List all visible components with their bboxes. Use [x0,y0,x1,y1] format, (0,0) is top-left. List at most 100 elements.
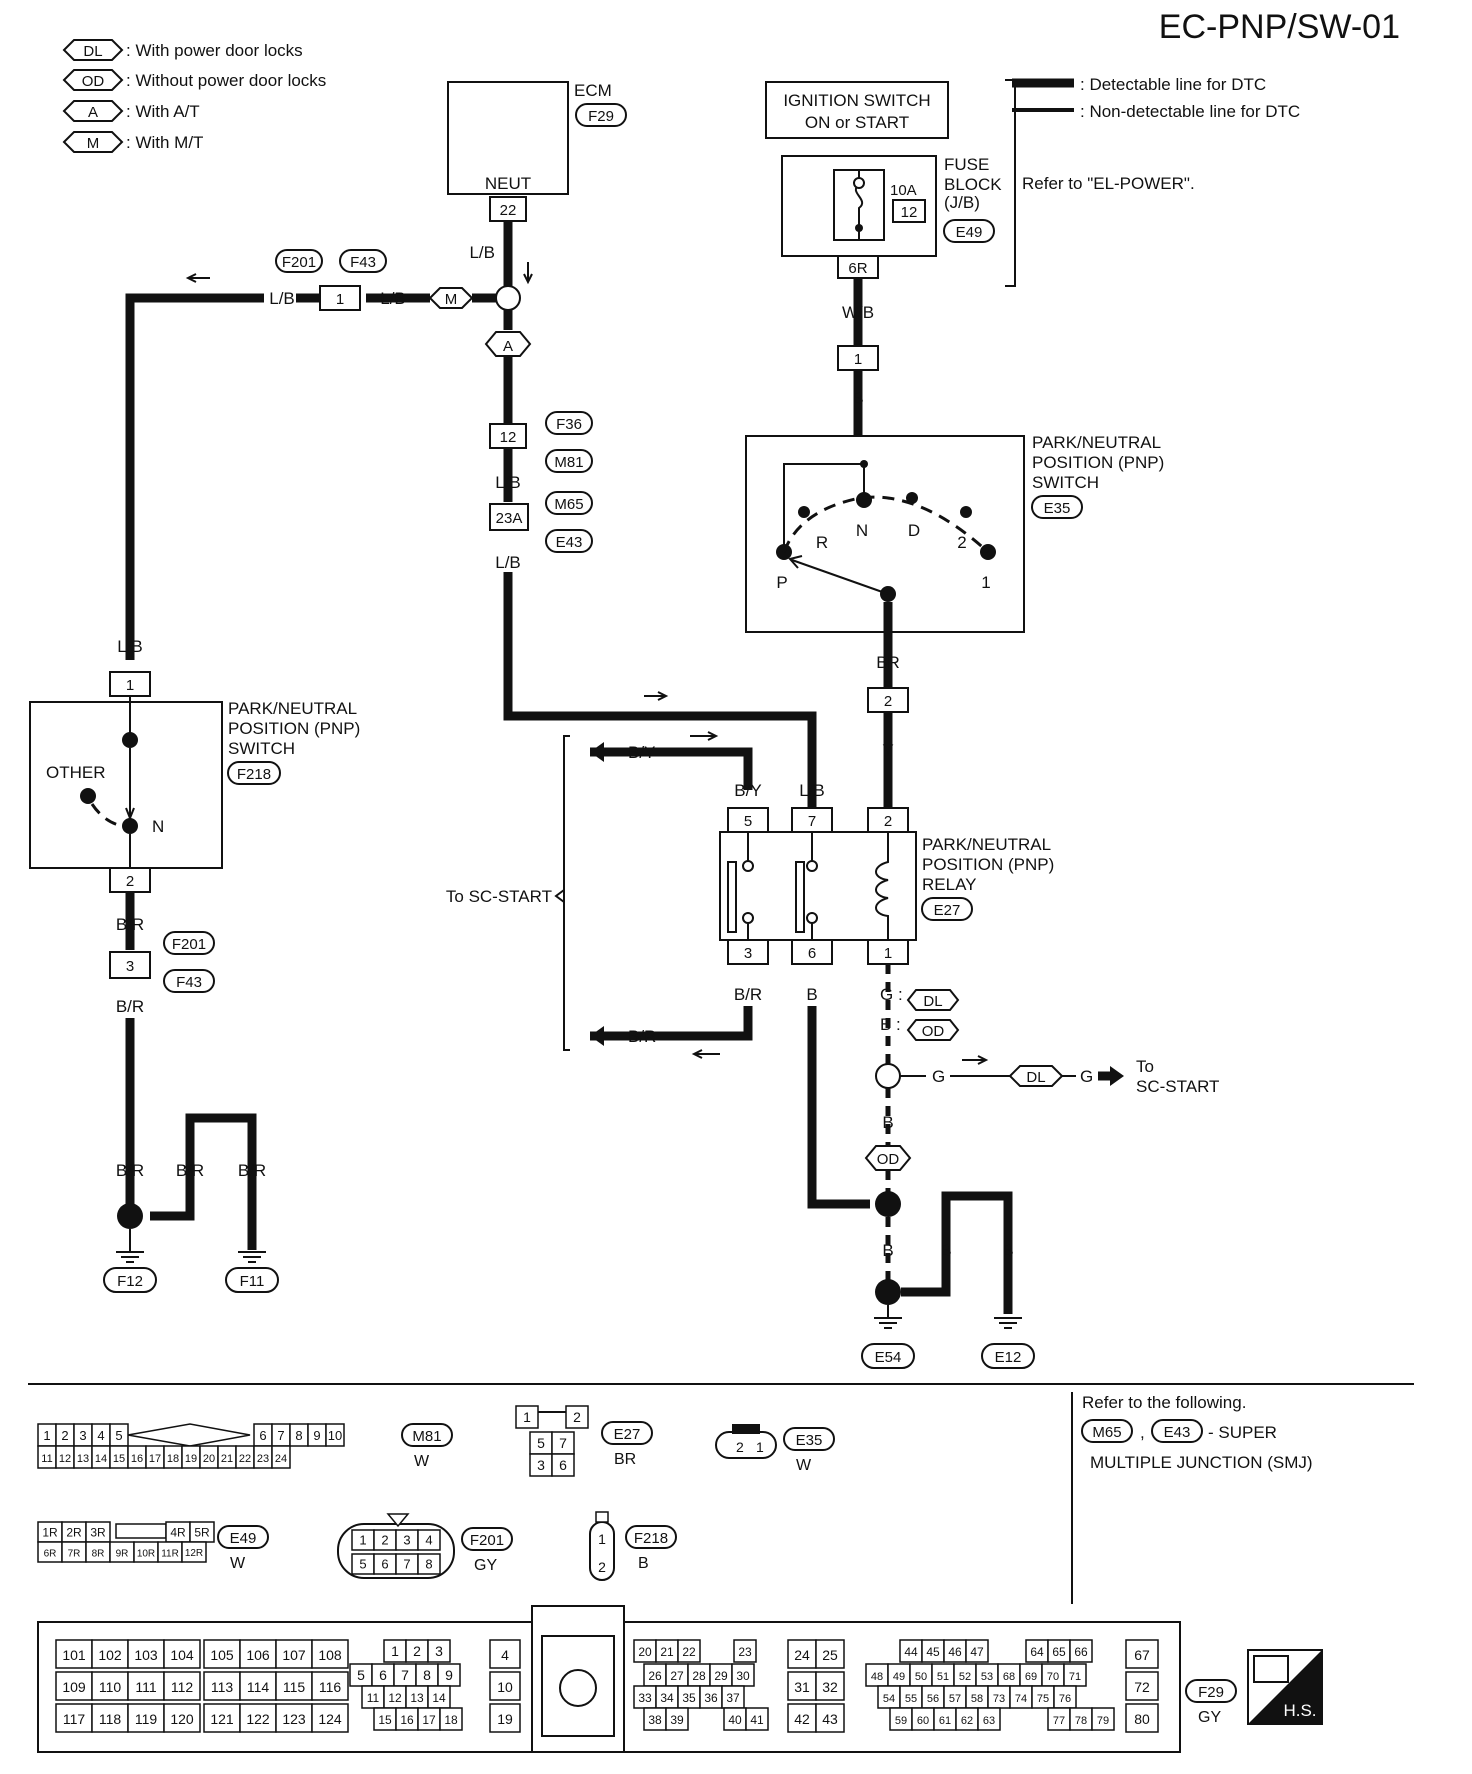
svg-text:22: 22 [500,202,517,219]
pin-number: 103 [134,1647,158,1663]
pin-cell [489,1639,521,1669]
svg-text:F12: F12 [117,1273,143,1290]
pin-number: 5R [194,1525,210,1539]
connector-color: B [638,1555,649,1572]
svg-text:: With A/T: : With A/T [126,102,200,121]
pin-number: 11R [161,1548,179,1559]
pin-number: 3 [403,1532,410,1547]
legend-a: A : With A/T [62,100,200,122]
connector-color: W [414,1453,430,1470]
connector-color: W [230,1555,246,1572]
svg-text:B: B [852,389,863,408]
svg-text:BLOCK: BLOCK [944,175,1002,194]
pin-number: 16 [400,1713,414,1727]
pin-number: 108 [318,1647,342,1663]
svg-text:PARK/NEUTRAL: PARK/NEUTRAL [922,835,1051,854]
svg-text:H.S.: H.S. [1283,1701,1316,1720]
wiring-relay-bottom: B/R B/R B G : DL B : OD G DL G To SC-STA… [590,964,1219,1369]
pin-number: 19 [185,1453,197,1465]
pin-number: 74 [1015,1693,1027,1705]
pin-number: 120 [170,1711,194,1727]
pin-number: 41 [750,1713,764,1727]
pin-number: 26 [648,1669,662,1683]
connector-id-text: F29 [1198,1684,1224,1701]
pin-number: 18 [167,1453,179,1465]
pin-number: 6 [379,1667,387,1683]
svg-text:B/R: B/R [238,1161,266,1180]
pin-number: 76 [1059,1693,1071,1705]
pin-number: 4 [501,1647,509,1663]
svg-text:6R: 6R [848,260,867,277]
pin-number: 11 [367,1691,380,1705]
pin-number: 42 [794,1711,810,1727]
pin-number: 10 [328,1428,342,1443]
pin-number: 15 [378,1713,392,1727]
svg-text:,: , [1140,1423,1145,1442]
svg-text:1: 1 [598,1531,606,1547]
svg-text:E43: E43 [1164,1424,1191,1441]
svg-text:MULTIPLE JUNCTION (SMJ): MULTIPLE JUNCTION (SMJ) [1090,1453,1313,1472]
svg-text:2: 2 [957,533,966,552]
pin-cell [311,1639,349,1669]
pin-cell [239,1671,277,1701]
pin-number: 47 [970,1645,984,1659]
pin-number: 122 [246,1711,270,1727]
pin-cell [787,1671,817,1701]
pin-number: 110 [99,1679,122,1695]
svg-text:A: A [88,104,98,121]
pin-number: 116 [319,1679,342,1695]
pin-number: 5 [359,1556,366,1571]
svg-text:FUSE: FUSE [944,155,989,174]
pin-number: 40 [728,1713,742,1727]
svg-text:RELAY: RELAY [922,875,977,894]
pin-number: 65 [1052,1645,1066,1659]
svg-text:M: M [87,135,100,152]
refer-following: Refer to the following. M65 , E43 - SUPE… [1081,1393,1313,1472]
svg-text:E27: E27 [934,902,961,919]
svg-text:1: 1 [884,945,892,962]
connector-id [461,1527,513,1551]
pin-number: 8R [92,1548,105,1559]
pin-number: 45 [926,1645,940,1659]
pin-number: 23 [257,1453,269,1465]
svg-text:F29: F29 [588,108,614,125]
svg-text:B/R: B/R [116,915,144,934]
pin-number: 20 [203,1453,215,1465]
svg-text:1: 1 [126,677,134,694]
svg-text:- SUPER: - SUPER [1208,1423,1277,1442]
pin-number: 7 [403,1556,410,1571]
pin-number: 73 [993,1693,1005,1705]
pin-number: 2R [66,1525,82,1539]
pin-cell [163,1703,201,1733]
svg-text:G :: G : [880,985,903,1004]
pin-cell [489,1671,521,1701]
svg-text:W/B: W/B [842,303,874,322]
svg-text:SWITCH: SWITCH [228,739,295,758]
svg-text:B: B [882,1241,893,1260]
pin-number: 67 [1134,1647,1150,1663]
pin-number: 44 [904,1645,918,1659]
pin-number: 36 [704,1691,718,1705]
svg-text:M65: M65 [554,496,583,513]
svg-text:B: B [806,985,817,1004]
svg-text:B/R: B/R [628,1027,656,1046]
svg-text:E43: E43 [556,534,583,551]
pin-number: 14 [432,1691,446,1705]
ecm-box: ECM F29 NEUT 22 [447,81,627,222]
pin-number: 27 [670,1669,684,1683]
pin-number: 12 [59,1453,71,1465]
pin-number: 13 [410,1691,424,1705]
pin-number: 72 [1134,1679,1150,1695]
svg-text:OD: OD [877,1151,900,1168]
svg-text:G: G [932,1067,945,1086]
svg-text:Refer to "EL-POWER".: Refer to "EL-POWER". [1022,174,1195,193]
pin-number: 43 [822,1711,838,1727]
pin-number: 66 [1074,1645,1088,1659]
pin-number: 118 [99,1711,122,1727]
pin-number: 51 [937,1671,949,1683]
pin-number: 75 [1037,1693,1049,1705]
svg-text:B/R: B/R [734,985,762,1004]
pin-number: 34 [660,1691,674,1705]
pin-cell [271,1445,291,1469]
ignition-switch: IGNITION SWITCH ON or START [765,81,949,139]
